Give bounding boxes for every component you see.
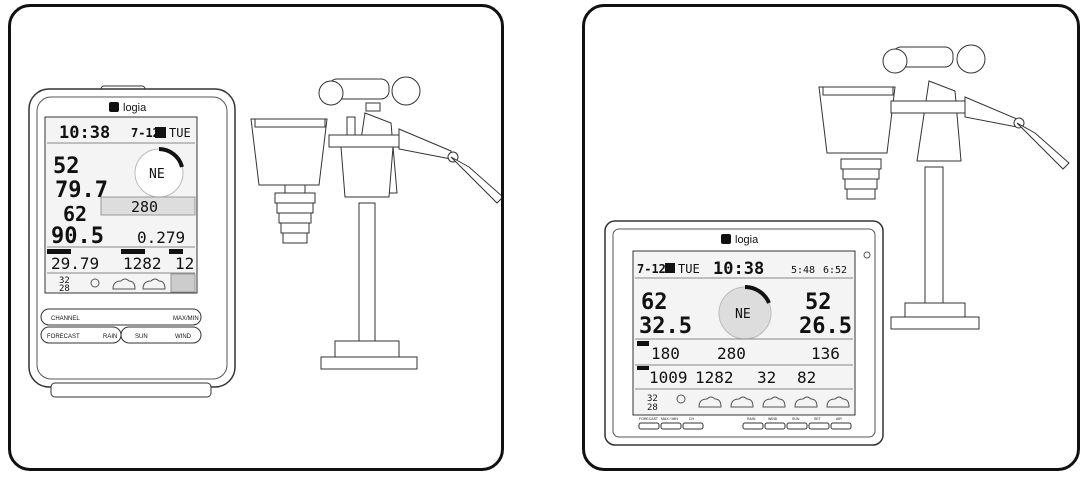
cloud-icon [698, 396, 722, 408]
logo-icon [721, 234, 731, 244]
cloud-icon [112, 278, 136, 290]
rain-button-label: RAIN [103, 334, 117, 340]
brand-logo: logia [735, 234, 759, 246]
sunset-time: 6:52 [823, 265, 847, 276]
sun-icon [90, 278, 100, 288]
forecast-temp-hi: 32 [647, 394, 658, 404]
pressure-value: 29.79 [51, 254, 99, 273]
wind-button[interactable] [764, 422, 786, 430]
light-value: 1282 [123, 254, 162, 273]
sun-button-label: SUN [792, 417, 800, 421]
channel-button[interactable] [40, 308, 202, 326]
cloud-icon [730, 396, 754, 408]
right-product-panel: logia 7-12 TUE 10:38 5:48 6:52 NE 62 32.… [582, 4, 1080, 471]
outdoor-sensor-array [818, 44, 1070, 330]
vertical-console-illustration: logia 10:38 7-12 TUE NE 52 79.7 280 62 9… [28, 76, 501, 398]
uv-value: 12 [175, 254, 194, 273]
indoor-humidity: 52 [53, 154, 80, 179]
wind-degrees: 280 [717, 344, 746, 363]
horizontal-console: logia 7-12 TUE 10:38 5:48 6:52 NE 62 32.… [604, 220, 884, 446]
uv-value: 32 [757, 368, 776, 387]
moon-phase-icon [665, 263, 675, 273]
forecast-button-label: FORECAST [47, 334, 80, 340]
console-date: 7-12 [131, 126, 160, 140]
forecast-temp-hi: 32 [59, 276, 70, 286]
console-weekday: TUE [678, 262, 700, 276]
forecast-button-label: FORECAST [639, 417, 659, 421]
outdoor-temp: 32.5 [639, 314, 692, 339]
sunrise-time: 5:48 [791, 265, 815, 276]
outdoor-sensor-array [250, 76, 501, 370]
cloud-icon [762, 396, 786, 408]
rain-value: 136 [811, 344, 840, 363]
cloud-icon [142, 278, 166, 290]
horizontal-console-illustration: logia 7-12 TUE 10:38 5:48 6:52 NE 62 32.… [604, 44, 1070, 446]
console-time: 10:38 [59, 123, 110, 143]
maxmin-button[interactable] [660, 422, 682, 430]
vertical-console: logia 10:38 7-12 TUE NE 52 79.7 280 62 9… [28, 85, 236, 398]
wind-degrees: 280 [131, 198, 158, 216]
outdoor-humidity: 62 [63, 202, 87, 226]
wind-direction: NE [735, 307, 751, 322]
indoor-humidity: 52 [805, 290, 832, 315]
outdoor-humidity: 62 [641, 290, 668, 315]
sun-icon [676, 394, 686, 404]
rain-button-label: RAIN [747, 417, 756, 421]
moon-phase-icon [155, 127, 166, 138]
console-button-row: FORECAST MAX / MIN CH RAIN WIND SUN SET … [638, 417, 852, 430]
wind-button-label: WIND [768, 417, 778, 421]
rain-value: 0.279 [137, 228, 185, 247]
set-button-label: SET [814, 417, 822, 421]
forecast-button[interactable] [638, 422, 660, 430]
forecast-temp-lo: 28 [647, 403, 658, 413]
brand-logo: logia [123, 102, 147, 114]
wind-direction: NE [149, 167, 165, 182]
maxmin-button-label: MAX / MIN [661, 417, 678, 421]
cloud-icon [794, 396, 818, 408]
rain-button[interactable] [742, 422, 764, 430]
air-button[interactable] [830, 422, 852, 430]
channel-button[interactable] [682, 422, 704, 430]
pressure-value: 1009 [649, 368, 688, 387]
indoor-temp: 26.5 [799, 314, 852, 339]
aq-value: 82 [797, 368, 816, 387]
channel-button-label: CHANNEL [51, 316, 80, 322]
set-button[interactable] [808, 422, 830, 430]
maxmin-button-label: MAX/MIN [173, 316, 199, 322]
console-weekday: TUE [169, 126, 191, 140]
light-value: 1282 [695, 368, 734, 387]
logo-icon [109, 102, 119, 112]
wind-button-label: WIND [175, 334, 192, 340]
sun-button[interactable] [786, 422, 808, 430]
outdoor-temp: 90.5 [51, 224, 104, 249]
sun-button-label: SUN [135, 334, 148, 340]
indoor-temp: 79.7 [55, 178, 108, 203]
sun-wind-button[interactable] [120, 326, 202, 344]
air-button-label: AIR [836, 417, 842, 421]
forecast-temp-lo: 28 [59, 284, 70, 294]
channel-button-label: CH [689, 417, 695, 421]
console-time: 10:38 [713, 259, 764, 279]
console-date: 7-12 [637, 262, 666, 276]
wind-speed: 180 [651, 344, 680, 363]
left-product-panel: logia 10:38 7-12 TUE NE 52 79.7 280 62 9… [8, 4, 504, 471]
cloud-icon [826, 396, 850, 408]
